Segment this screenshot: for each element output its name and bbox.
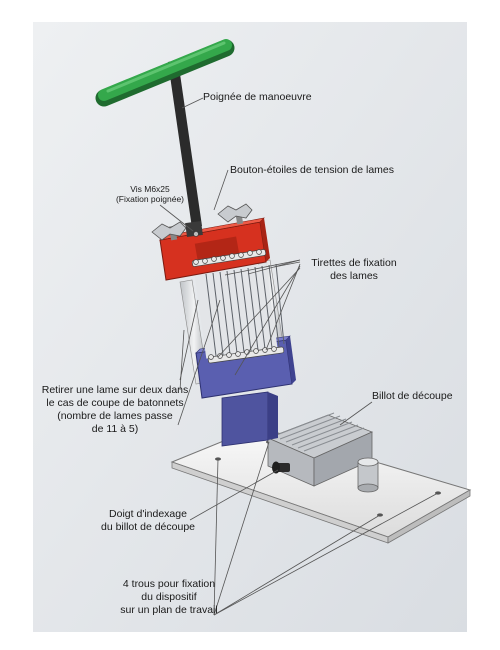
label-remove-blade: Retirer une lame sur deux dans le cas de… [35, 384, 195, 436]
label-mount-holes: 4 trous pour fixation du dispositif sur … [104, 578, 234, 617]
label-handle-text: Poignée de manoeuvre [203, 91, 312, 103]
label-cutting-block-text: Billot de découpe [372, 390, 453, 402]
label-index-pin-line1: Doigt d'indexage [109, 508, 187, 520]
label-index-pin-line2: du billot de découpe [101, 521, 195, 533]
label-holes-line3: sur un plan de travail [120, 604, 218, 616]
label-index-pin: Doigt d'indexage du billot de découpe [88, 508, 208, 534]
label-tension-knobs-text: Bouton-étoiles de tension de lames [230, 164, 395, 176]
label-remove-line1: Retirer une lame sur deux dans [41, 384, 189, 396]
label-screw-line1: Vis M6x25 [130, 184, 170, 194]
label-remove-line2: le cas de coupe de batonnets [46, 397, 184, 409]
label-tension-knobs: Bouton-étoiles de tension de lames [230, 164, 394, 177]
label-holes-line1: 4 trous pour fixation [122, 578, 216, 590]
label-pull-tabs-line1: Tirettes de fixation [311, 257, 397, 269]
label-holes-line2: du dispositif [141, 591, 197, 603]
handle [95, 39, 235, 238]
fixing-screw [193, 231, 199, 237]
star-knob-right [217, 203, 253, 225]
blade-array [194, 263, 285, 359]
label-cutting-block: Billot de découpe [372, 390, 453, 403]
lower-pull-tabs [207, 346, 285, 364]
lower-stem [221, 391, 278, 447]
label-remove-line4: de 11 à 5) [91, 423, 139, 435]
stop-cylinder [357, 457, 379, 493]
label-remove-line3: (nombre de lames passe [57, 410, 173, 422]
cutting-block [266, 412, 374, 487]
index-pin [272, 461, 290, 474]
label-pull-tabs-line2: des lames [330, 270, 378, 282]
label-handle: Poignée de manoeuvre [203, 91, 312, 104]
upper-pull-tabs [191, 249, 267, 267]
label-screw-line2: (Fixation poignée) [115, 194, 185, 204]
leader-lines [159, 97, 439, 616]
label-screw: Vis M6x25 (Fixation poignée) [90, 184, 210, 204]
label-pull-tabs: Tirettes de fixation des lames [294, 257, 414, 283]
star-knob-left [151, 221, 187, 241]
